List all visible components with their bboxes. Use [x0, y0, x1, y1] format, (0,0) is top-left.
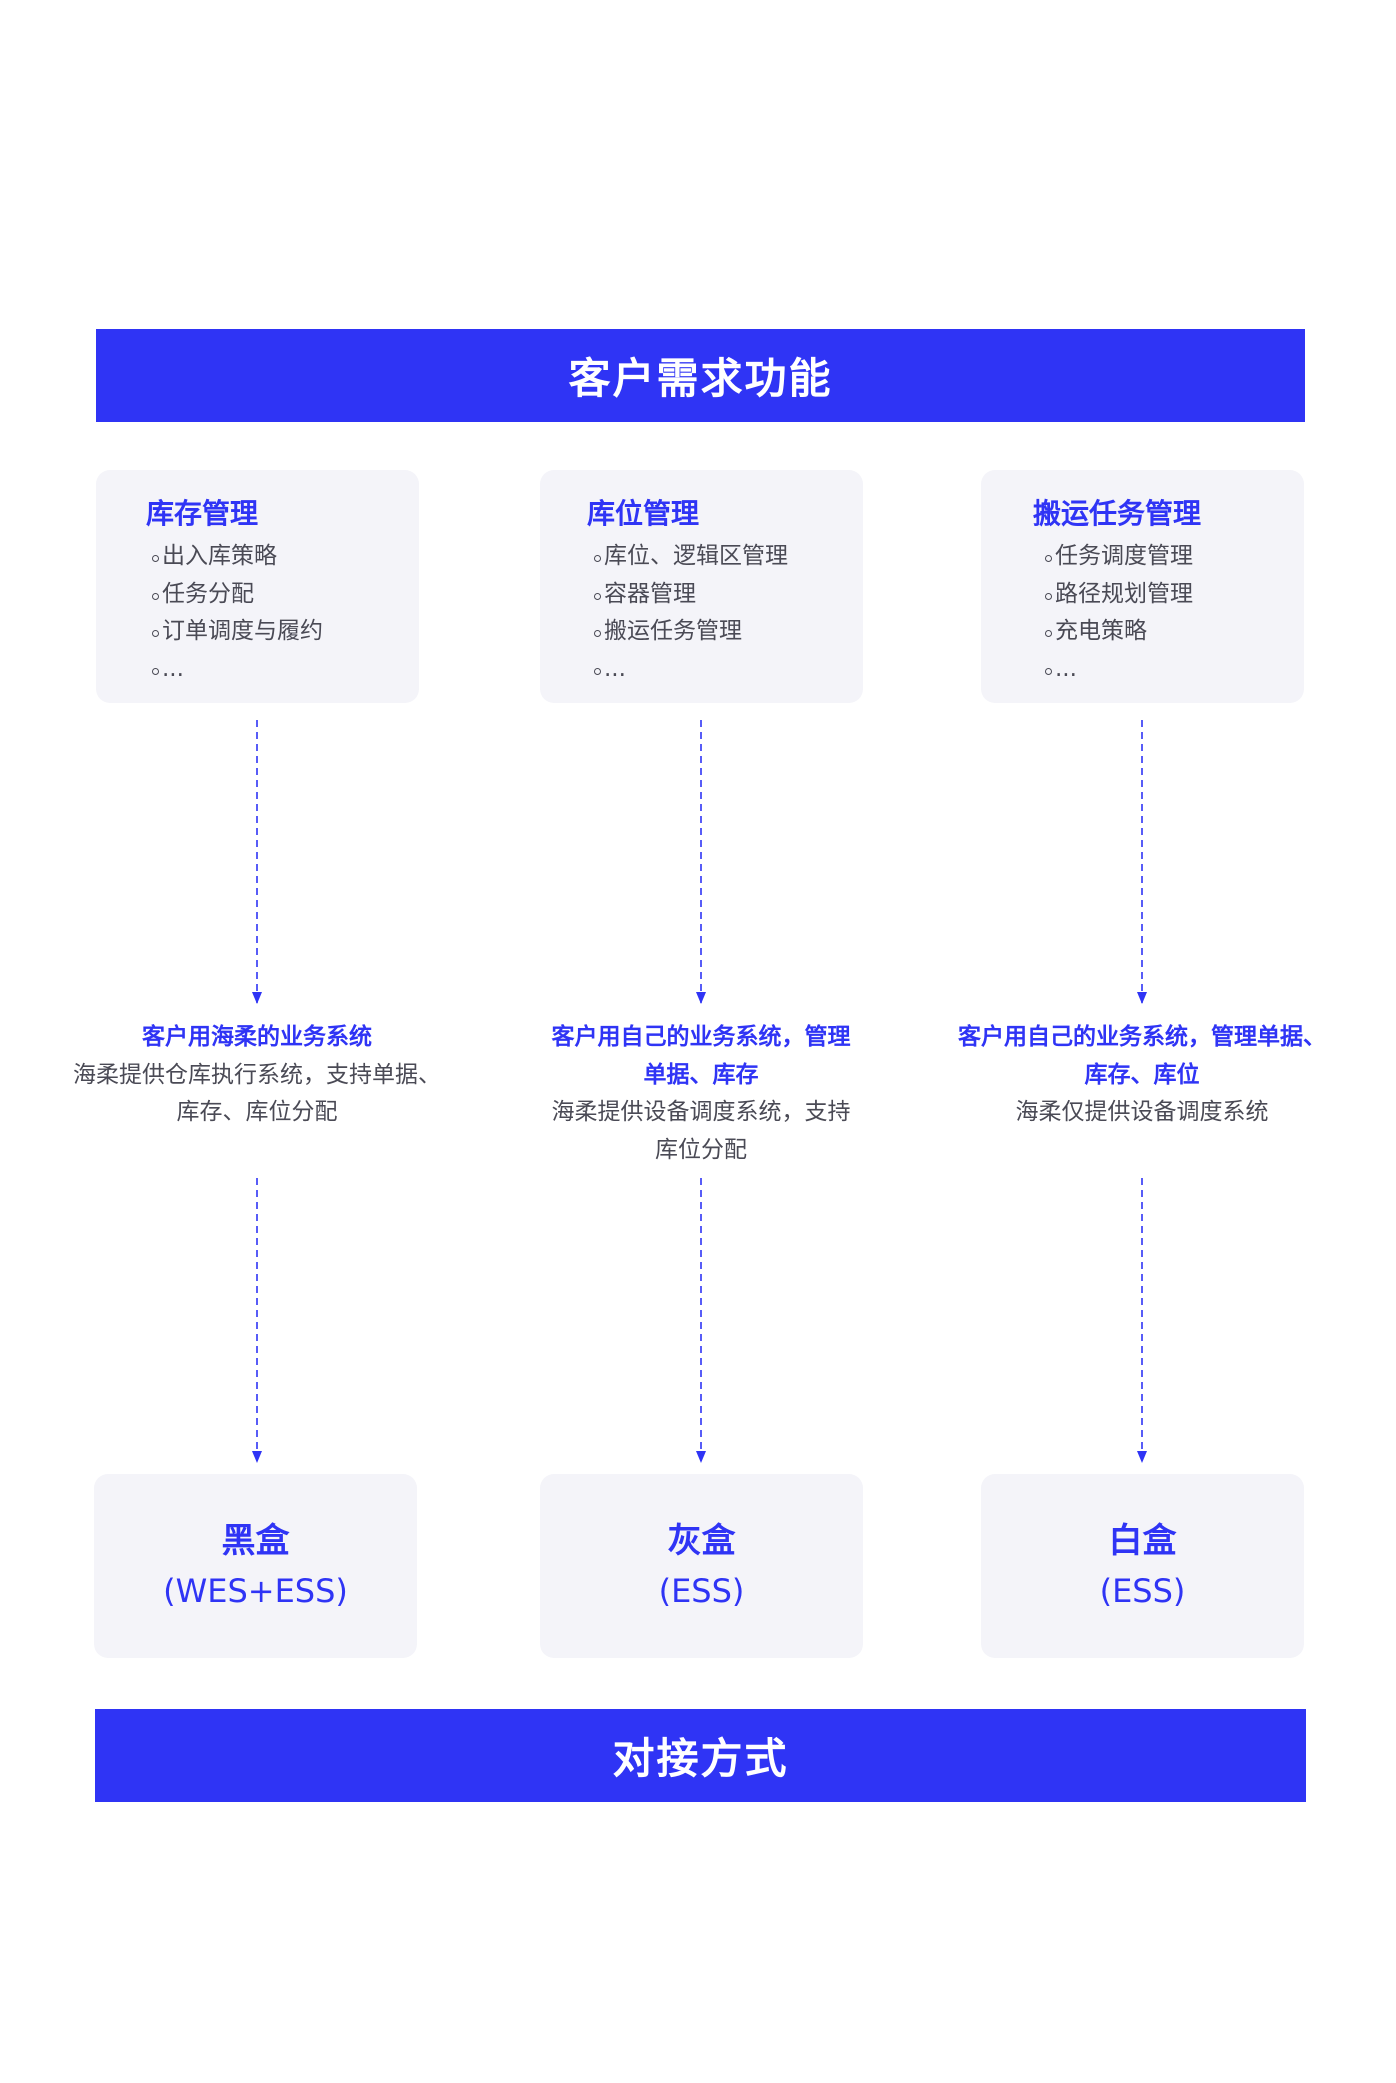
list-item: 库位、逻辑区管理 — [594, 538, 788, 576]
description-highlight: 库存、库位 — [1084, 1061, 1200, 1088]
bullet-icon — [1045, 667, 1052, 675]
mode-subtitle: (ESS) — [658, 1572, 745, 1610]
mode-name: 灰盒 — [667, 1521, 736, 1561]
card-list: 出入库策略 任务分配 订单调度与履约 ... — [152, 538, 323, 688]
mode-white-box: 白盒 (ESS) — [981, 1474, 1304, 1658]
card-inventory-management: 库存管理 出入库策略 任务分配 订单调度与履约 ... — [96, 470, 419, 703]
banner-integration-method: 对接方式 — [95, 1709, 1306, 1802]
description-white-box: 客户用自己的业务系统，管理单据、 库存、库位 海柔仅提供设备调度系统 — [932, 1019, 1352, 1132]
bullet-icon — [152, 555, 159, 563]
mode-name: 黑盒 — [221, 1521, 290, 1561]
description-gray-box: 客户用自己的业务系统，管理 单据、库存 海柔提供设备调度系统，支持 库位分配 — [491, 1019, 911, 1169]
bullet-icon — [1045, 592, 1052, 600]
list-item: 出入库策略 — [152, 538, 323, 576]
bullet-icon — [594, 555, 601, 563]
list-item: 订单调度与履约 — [152, 613, 323, 651]
bullet-icon — [594, 592, 601, 600]
list-item: 任务调度管理 — [1045, 538, 1193, 576]
description-text: 库位分配 — [655, 1136, 747, 1163]
list-item: ... — [152, 651, 323, 689]
mode-subtitle: (ESS) — [1099, 1572, 1186, 1610]
mode-gray-box: 灰盒 (ESS) — [540, 1474, 863, 1658]
description-text: 海柔仅提供设备调度系统 — [1015, 1099, 1269, 1125]
list-item: ... — [594, 651, 788, 689]
description-text: 海柔提供仓库执行系统，支持单据、 — [73, 1061, 441, 1088]
list-item: 搬运任务管理 — [594, 613, 788, 651]
description-highlight: 客户用海柔的业务系统 — [142, 1024, 372, 1050]
mode-name: 白盒 — [1108, 1521, 1177, 1561]
banner-customer-needs: 客户需求功能 — [96, 329, 1305, 422]
card-list: 任务调度管理 路径规划管理 充电策略 ... — [1045, 538, 1193, 688]
bullet-icon — [152, 667, 159, 675]
mode-subtitle: (WES+ESS) — [163, 1572, 348, 1610]
bullet-icon — [594, 630, 601, 638]
card-title: 搬运任务管理 — [1033, 497, 1202, 530]
banner-title: 对接方式 — [612, 1734, 789, 1783]
bullet-icon — [152, 630, 159, 638]
list-item: 容器管理 — [594, 576, 788, 614]
bullet-icon — [1045, 630, 1052, 638]
list-item: 路径规划管理 — [1045, 576, 1193, 614]
list-item: 充电策略 — [1045, 613, 1193, 651]
description-black-box: 客户用海柔的业务系统 海柔提供仓库执行系统，支持单据、 库存、库位分配 — [47, 1019, 467, 1132]
description-highlight: 客户用自己的业务系统，管理 — [551, 1024, 851, 1050]
bullet-icon — [1045, 555, 1052, 563]
card-list: 库位、逻辑区管理 容器管理 搬运任务管理 ... — [594, 538, 788, 688]
card-title: 库存管理 — [146, 497, 259, 530]
bullet-icon — [594, 667, 601, 675]
description-highlight: 客户用自己的业务系统，管理单据、 — [958, 1024, 1326, 1050]
card-transport-task-management: 搬运任务管理 任务调度管理 路径规划管理 充电策略 ... — [981, 470, 1304, 703]
mode-black-box: 黑盒 (WES+ESS) — [94, 1474, 417, 1658]
bullet-icon — [152, 592, 159, 600]
card-title: 库位管理 — [587, 497, 700, 530]
card-location-management: 库位管理 库位、逻辑区管理 容器管理 搬运任务管理 ... — [540, 470, 863, 703]
description-text: 库存、库位分配 — [176, 1099, 338, 1125]
list-item: 任务分配 — [152, 576, 323, 614]
description-text: 海柔提供设备调度系统，支持 — [551, 1099, 851, 1125]
banner-title: 客户需求功能 — [568, 354, 833, 403]
list-item: ... — [1045, 651, 1193, 689]
description-highlight: 单据、库存 — [643, 1061, 759, 1088]
